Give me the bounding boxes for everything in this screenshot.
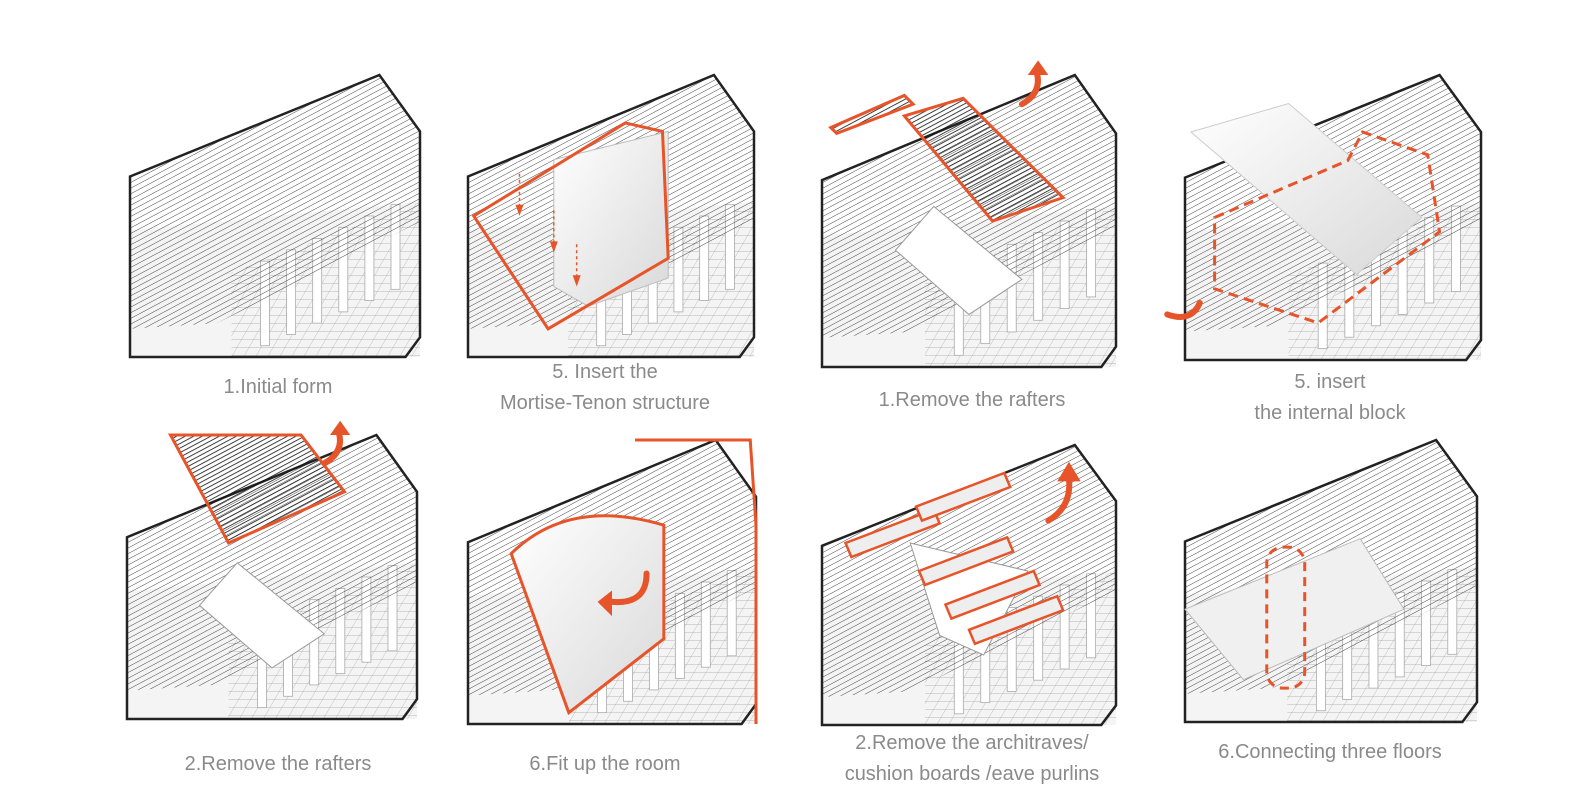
lifted-rafter-panel (167, 433, 347, 545)
building-outline (820, 443, 1118, 727)
axonometric-drawing (1183, 438, 1479, 724)
insert-arrow (1164, 300, 1203, 320)
caption-line: the internal block (1254, 402, 1406, 424)
caption-line: 5. Insert the (552, 361, 658, 383)
room-frame (635, 438, 758, 724)
roof-rafters (127, 435, 417, 691)
caption-line: 5. insert (1294, 371, 1366, 393)
removed-beam (917, 535, 1015, 587)
building-outline (466, 73, 756, 359)
panel-remove-architraves (820, 443, 1118, 727)
caption-fit-up-room: 6.Fit up the room (435, 749, 775, 780)
building-outline (125, 433, 419, 721)
removed-beam (914, 471, 1012, 523)
caption-line: Mortise-Tenon structure (499, 392, 711, 414)
caption-line: 6.Fit up the room (529, 753, 681, 775)
caption-remove-rafters-a: 2.Remove the rafters (108, 749, 448, 780)
floor-slab (1184, 538, 1405, 681)
axonometric-drawing (820, 60, 1118, 369)
panel-remove-rafters-b (820, 60, 1118, 369)
mortise-tenon-box (553, 130, 669, 307)
fit-arrow-head (597, 590, 612, 617)
arrow-head (515, 204, 524, 216)
caption-line: 1.Initial form (223, 376, 333, 398)
roof-rafters (130, 75, 420, 329)
axonometric-drawing (466, 438, 758, 726)
caption-line: 6.Connecting three floors (1218, 741, 1442, 763)
axonometric-drawing (466, 73, 756, 359)
panel-remove-rafters-a (125, 420, 419, 721)
roof-opening (894, 205, 1023, 316)
panel-connecting-floors (1183, 438, 1479, 724)
lift-arrow (321, 429, 343, 467)
insert-outline (471, 121, 670, 331)
fit-arrow (609, 570, 650, 606)
lift-arrow-head (1057, 461, 1081, 482)
removed-beam (843, 507, 942, 559)
axonometric-drawing (1164, 73, 1483, 362)
lift-arrow-head (330, 420, 351, 435)
lift-arrow (1018, 69, 1041, 108)
building-outline (1183, 73, 1483, 362)
caption-connecting-floors: 6.Connecting three floors (1160, 737, 1500, 768)
caption-remove-rafters-b: 1.Remove the rafters (802, 385, 1142, 416)
room-outline (509, 514, 666, 716)
connection-shaft-outline (1265, 545, 1307, 690)
lifted-rafter-strip (828, 93, 916, 136)
axonometric-drawing (820, 443, 1118, 727)
panel-insert-internal-block (1164, 73, 1483, 362)
caption-remove-architraves: 2.Remove the architraves/cushion boards … (802, 728, 1142, 790)
caption-line: 2.Remove the rafters (184, 753, 372, 775)
removed-beam (967, 594, 1065, 646)
caption-line: 1.Remove the rafters (878, 389, 1066, 411)
building-outline (128, 73, 422, 359)
lift-arrow (1045, 475, 1073, 524)
caption-insert-internal-block: 5. insert the internal block (1160, 367, 1500, 429)
panel-insert-mortise-tenon (466, 73, 756, 359)
caption-line: 2.Remove the architraves/ (855, 732, 1089, 754)
building-outline (1183, 438, 1479, 724)
caption-line: cushion boards /eave purlins (844, 763, 1100, 785)
roof-rafters (822, 75, 1116, 338)
caption-initial-form: 1.Initial form (108, 372, 448, 403)
removed-beam (943, 569, 1042, 621)
block-dashed-outline (1213, 130, 1442, 325)
panel-initial-form (128, 73, 422, 359)
arrow-head (549, 241, 558, 253)
roof-opening (198, 562, 326, 669)
axonometric-drawing (125, 420, 419, 721)
lift-arrow-head (1027, 60, 1049, 75)
internal-block (1189, 102, 1423, 276)
panel-fit-up-room (466, 438, 758, 726)
building-outline (820, 73, 1118, 369)
lifted-rafter-panel (901, 96, 1066, 223)
axonometric-drawing (128, 73, 422, 359)
arrow-head (572, 275, 581, 287)
